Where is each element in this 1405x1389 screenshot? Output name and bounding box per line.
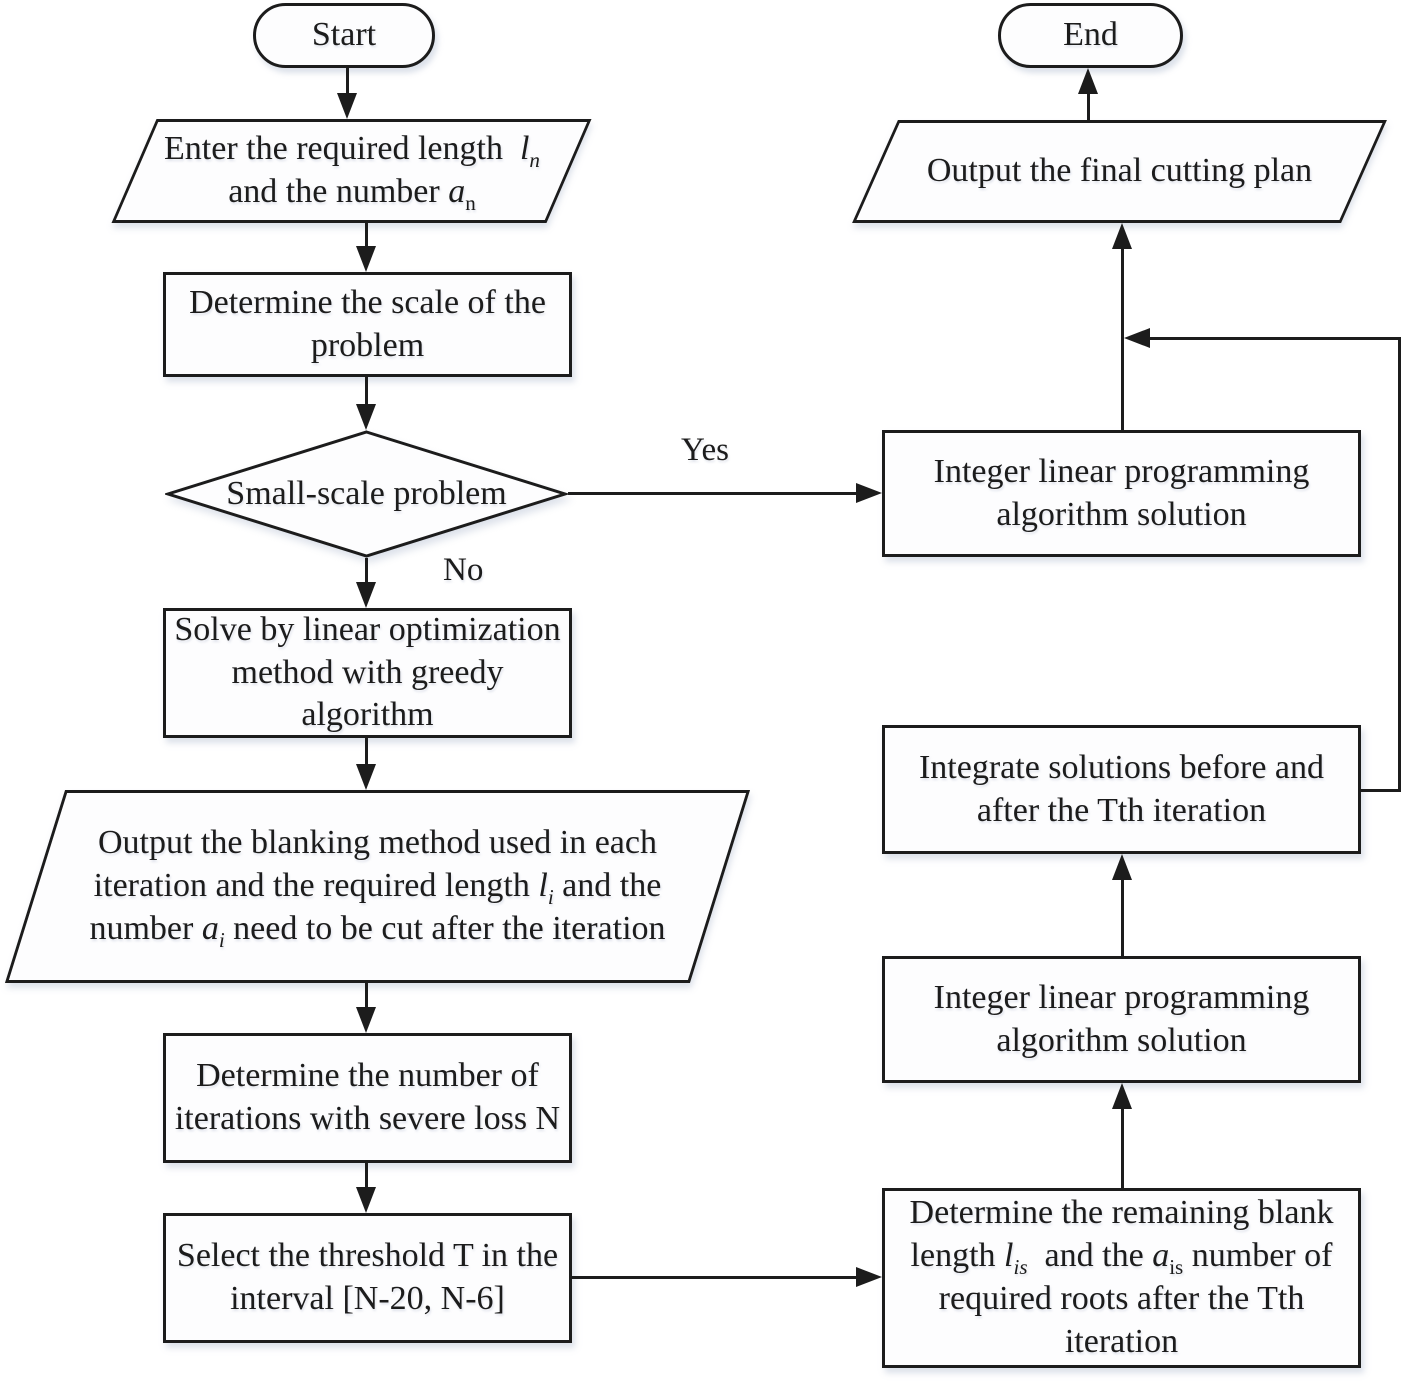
connector-output-blanking-to-iterations [364,983,368,1007]
io-output-final-plan: Output the final cutting plan [852,120,1387,223]
connector-decision-no-to-solve [364,558,368,582]
edge-label-no: No [443,552,484,588]
connector-integrate-feedback-horizontal-bottom [1361,788,1401,792]
connector-ilp-top-to-output-final [1120,249,1124,430]
diamond-shape [165,430,568,558]
arrowhead-down-icon [356,1007,376,1033]
arrowhead-down-icon [356,582,376,608]
arrowhead-right-icon [856,483,882,503]
connector-iterations-to-threshold [364,1163,368,1187]
decision-small-scale-problem-label: Small-scale problem [226,474,507,512]
connector-remaining-to-ilp-bottom [1120,1109,1124,1188]
terminal-end-label: End [1063,16,1118,54]
edge-label-yes: Yes [680,432,730,468]
connector-decision-yes-to-ilp [568,491,856,495]
arrowhead-down-icon [356,764,376,790]
terminal-end: End [998,3,1183,68]
connector-start-to-enter [345,68,349,93]
connector-solve-to-output-blanking [364,738,368,764]
decision-small-scale-problem: Small-scale problem [165,430,568,558]
connector-integrate-feedback-vertical [1398,338,1401,791]
arrowhead-down-icon [356,246,376,272]
connector-enter-to-scale [364,223,368,246]
arrowhead-up-icon [1078,68,1098,94]
arrowhead-left-icon [1124,328,1150,348]
terminal-start: Start [253,3,435,68]
connector-scale-to-decision [364,377,368,404]
connector-output-final-to-end [1086,94,1090,120]
arrowhead-up-icon [1112,1083,1132,1109]
connector-integrate-feedback-horizontal-top [1150,336,1401,340]
arrowhead-down-icon [356,404,376,430]
connector-threshold-to-remaining [572,1275,856,1279]
arrowhead-down-icon [337,93,357,119]
io-output-final-plan-label: Output the final cutting plan [926,152,1313,190]
arrowhead-up-icon [1112,223,1132,249]
arrowhead-down-icon [356,1187,376,1213]
arrowhead-right-icon [856,1267,882,1287]
arrowhead-up-icon [1112,854,1132,880]
terminal-start-label: Start [311,16,377,54]
connector-ilp-bottom-to-integrate [1120,880,1124,956]
